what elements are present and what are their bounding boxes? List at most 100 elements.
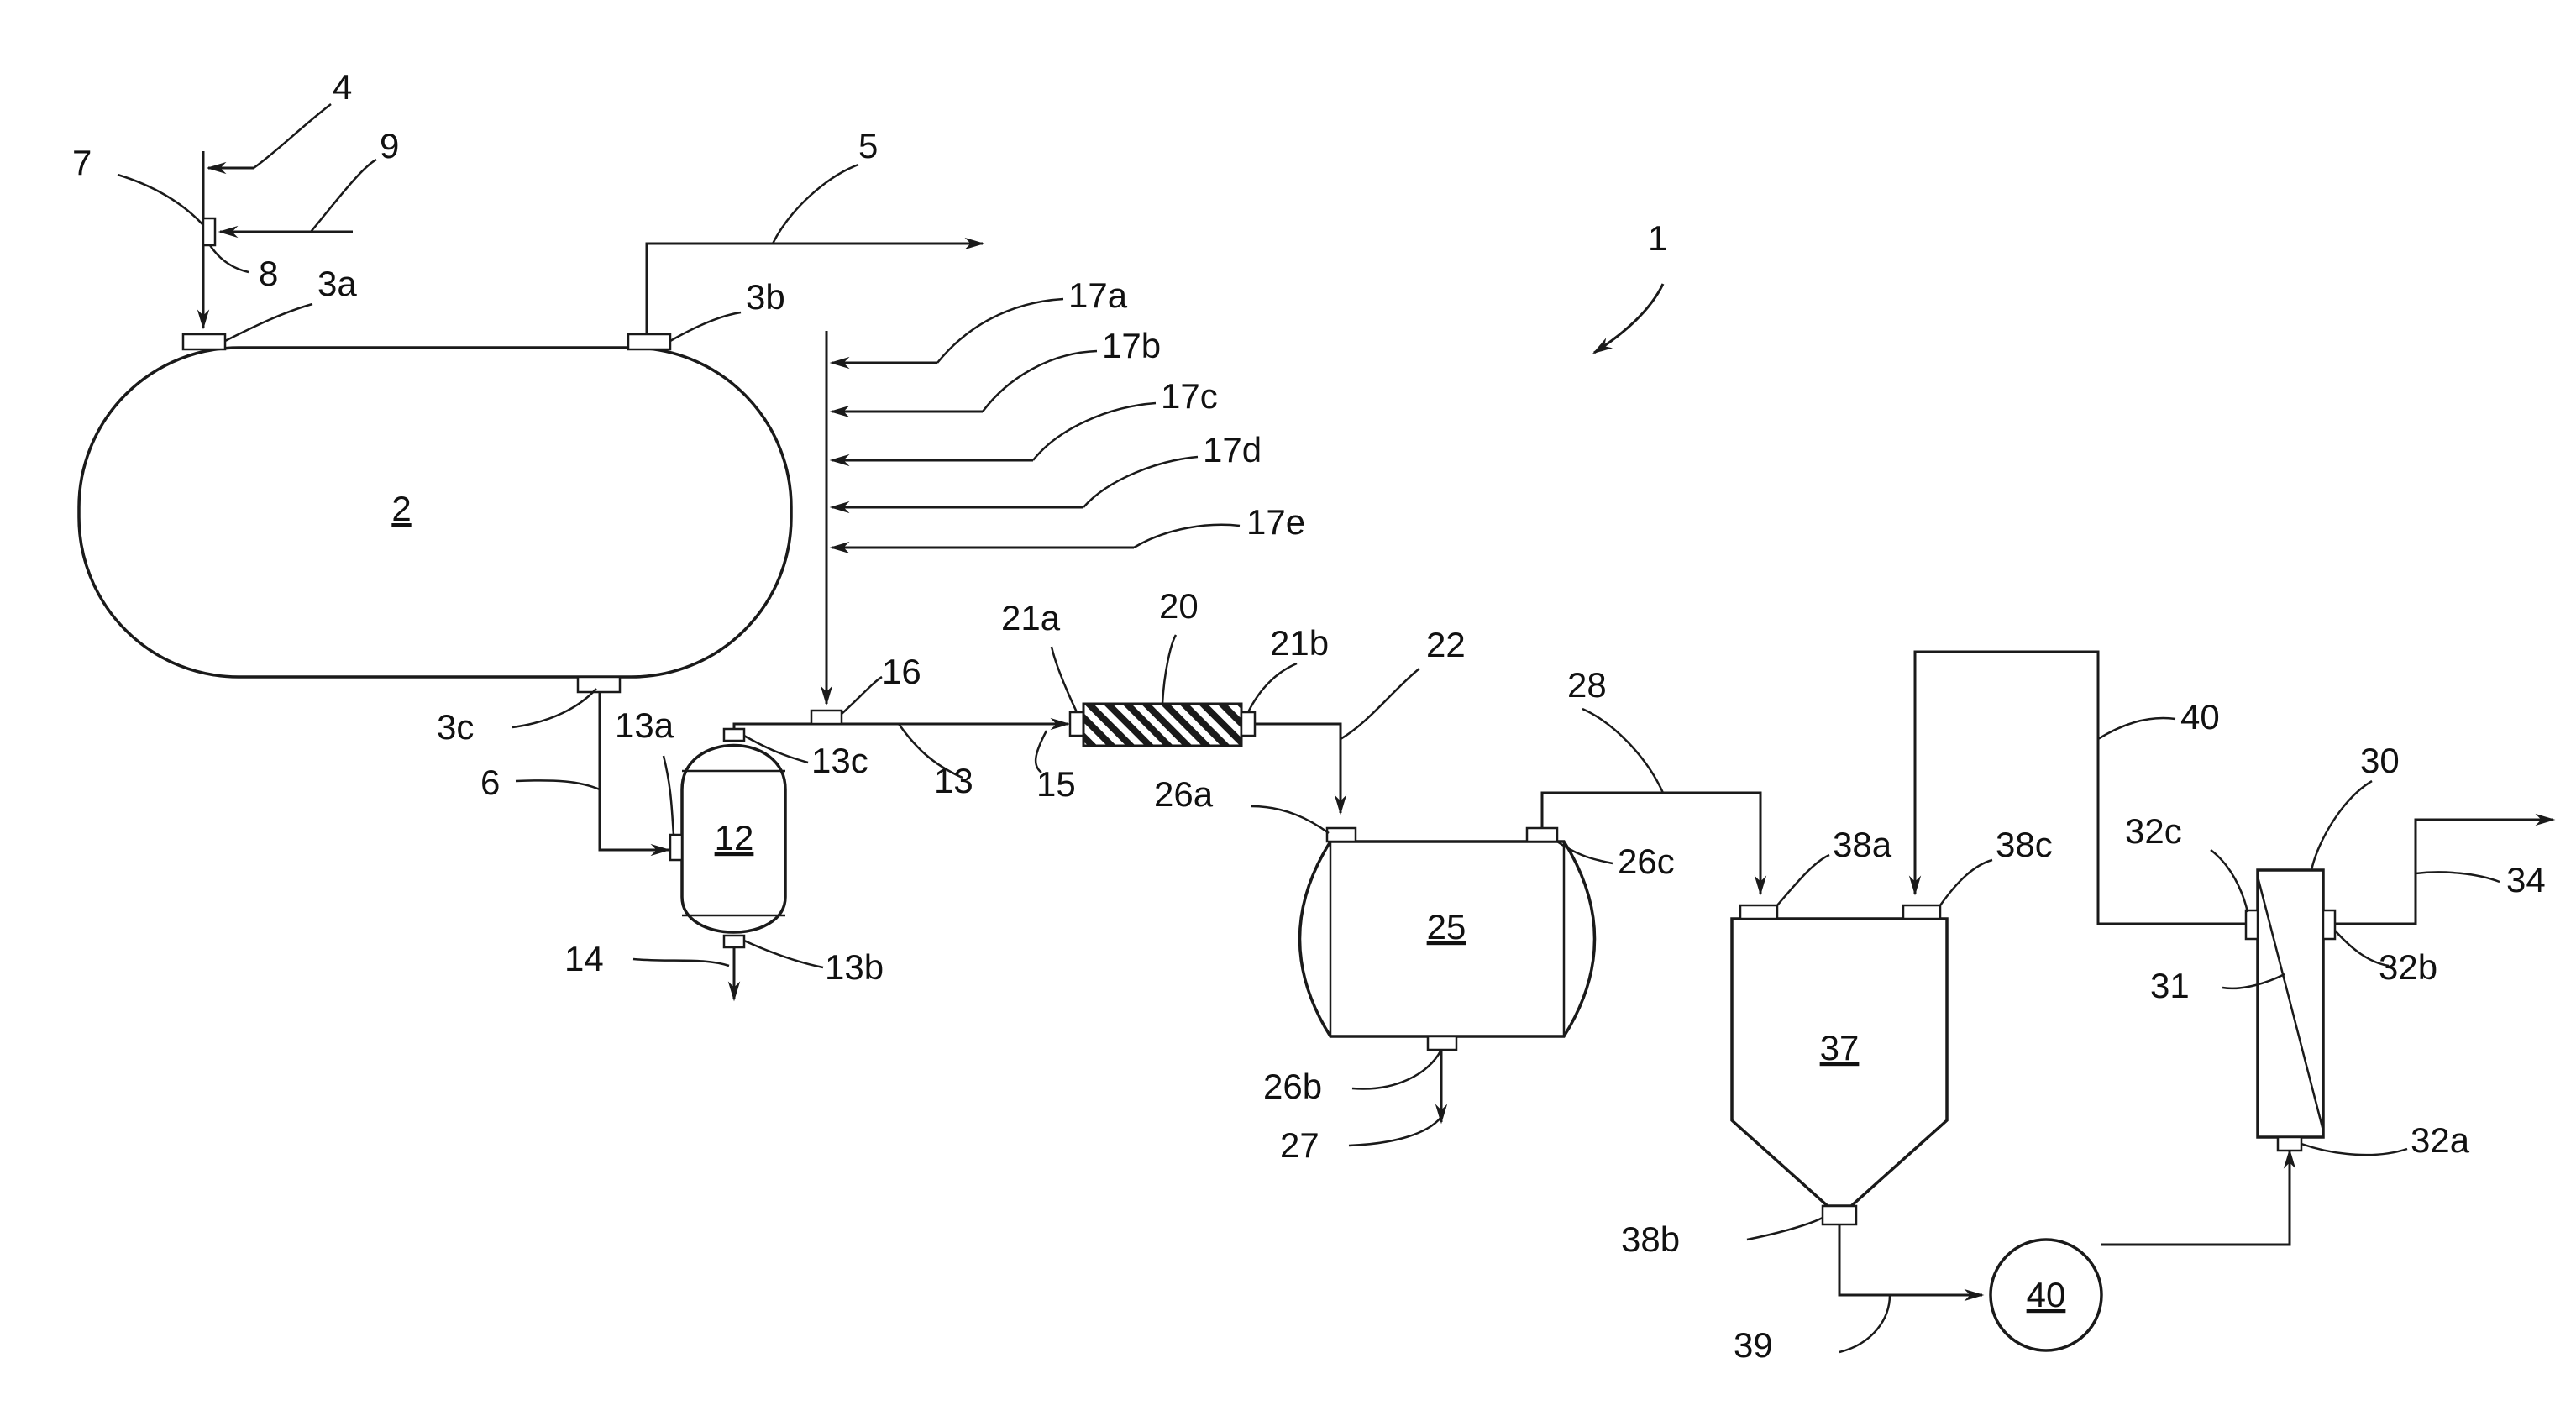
leader-7 <box>118 175 203 225</box>
label-17a: 17a <box>1068 275 1128 315</box>
leader-38b <box>1747 1218 1823 1240</box>
label-3b: 3b <box>746 277 785 317</box>
leader-14 <box>633 959 729 966</box>
label-21b: 21b <box>1270 623 1329 663</box>
label-7: 7 <box>72 143 92 182</box>
leader-17d <box>1083 457 1198 507</box>
line-39 <box>1839 1224 1982 1295</box>
leader-22 <box>1340 669 1419 739</box>
leader-9 <box>311 160 376 232</box>
label-17b: 17b <box>1102 326 1161 365</box>
label-22: 22 <box>1426 625 1466 664</box>
label-28: 28 <box>1567 665 1607 705</box>
valve-8 <box>203 218 215 245</box>
nozzle-38b <box>1823 1206 1856 1224</box>
label-17e: 17e <box>1246 502 1305 542</box>
label-32c: 32c <box>2125 811 2182 851</box>
label-32a: 32a <box>2411 1120 2470 1160</box>
leader-17c <box>1033 403 1156 460</box>
nozzle-26c <box>1527 828 1557 842</box>
leader-16 <box>842 677 882 714</box>
leader-17b <box>983 351 1097 412</box>
system-pointer-1 <box>1594 284 1663 353</box>
leader-34 <box>2416 872 2500 882</box>
nozzle-32b <box>2323 910 2335 939</box>
main-tank-label: 2 <box>391 489 411 528</box>
leader-20 <box>1162 635 1176 704</box>
recycle-line-40 <box>1915 652 2246 924</box>
nozzle-21b <box>1241 712 1255 736</box>
leader-17a <box>937 299 1063 363</box>
nozzle-3b <box>628 334 670 349</box>
label-26b: 26b <box>1263 1067 1322 1106</box>
label-30: 30 <box>2360 741 2400 780</box>
nozzle-38c <box>1903 905 1940 919</box>
label-32b: 32b <box>2379 947 2437 987</box>
label-6: 6 <box>480 763 500 802</box>
label-34: 34 <box>2506 860 2546 899</box>
leader-13a <box>664 756 674 835</box>
leader-28 <box>1582 709 1663 793</box>
leader-21a <box>1052 647 1077 712</box>
nozzle-13b <box>724 936 744 947</box>
leader-3a <box>225 304 312 341</box>
leader-26a <box>1251 806 1329 833</box>
label-21a: 21a <box>1001 598 1061 637</box>
label-13c: 13c <box>811 741 868 780</box>
label-system-1: 1 <box>1648 218 1667 258</box>
label-16: 16 <box>882 652 921 691</box>
label-8: 8 <box>259 254 278 293</box>
main-tank <box>79 348 791 677</box>
label-20: 20 <box>1159 586 1199 626</box>
leader-32c <box>2211 850 2248 912</box>
label-17c: 17c <box>1161 376 1218 416</box>
leader-17e <box>1134 525 1240 548</box>
leader-4 <box>254 104 331 168</box>
outlet-line-5 <box>647 244 983 334</box>
nozzle-32a <box>2278 1137 2301 1151</box>
label-38b: 38b <box>1621 1219 1680 1259</box>
nozzle-13c <box>724 729 744 741</box>
nozzle-32c <box>2246 910 2258 939</box>
leader-40-line <box>2098 718 2175 739</box>
nozzle-26b <box>1428 1036 1456 1050</box>
label-39: 39 <box>1734 1325 1773 1365</box>
label-13: 13 <box>934 761 973 800</box>
label-38c: 38c <box>1996 825 2053 864</box>
leader-5 <box>773 165 858 244</box>
label-3a: 3a <box>317 264 357 303</box>
nozzle-21a <box>1070 712 1083 736</box>
label-17d: 17d <box>1203 430 1262 469</box>
label-38a: 38a <box>1833 825 1892 864</box>
leader-13b <box>744 941 823 967</box>
leader-38c <box>1940 860 1992 905</box>
leader-8 <box>210 245 249 272</box>
label-14: 14 <box>564 939 604 978</box>
nozzle-38a <box>1740 905 1777 919</box>
pump-label: 40 <box>2027 1275 2066 1314</box>
separator-label: 12 <box>715 818 754 857</box>
label-15: 15 <box>1036 764 1076 804</box>
nozzle-13a <box>670 835 682 860</box>
leader-3b <box>670 312 741 341</box>
nozzle-26a <box>1327 828 1356 842</box>
mixing-point-16 <box>811 710 842 724</box>
hopper-label: 37 <box>1820 1028 1860 1067</box>
nozzle-3a <box>183 334 225 349</box>
label-13a: 13a <box>615 705 674 745</box>
second-tank-label: 25 <box>1427 907 1466 946</box>
label-27: 27 <box>1280 1125 1319 1165</box>
label-9: 9 <box>380 126 399 165</box>
leader-38a <box>1777 855 1829 905</box>
leader-3c <box>512 689 596 727</box>
line-22 <box>1255 724 1340 813</box>
leader-21b <box>1248 663 1297 712</box>
label-13b: 13b <box>825 947 884 987</box>
leader-26b <box>1352 1050 1441 1089</box>
filter-element <box>1083 704 1241 746</box>
label-40-line: 40 <box>2180 697 2220 737</box>
nozzle-3c <box>578 677 620 692</box>
label-26c: 26c <box>1618 842 1675 881</box>
leader-6 <box>516 780 600 789</box>
